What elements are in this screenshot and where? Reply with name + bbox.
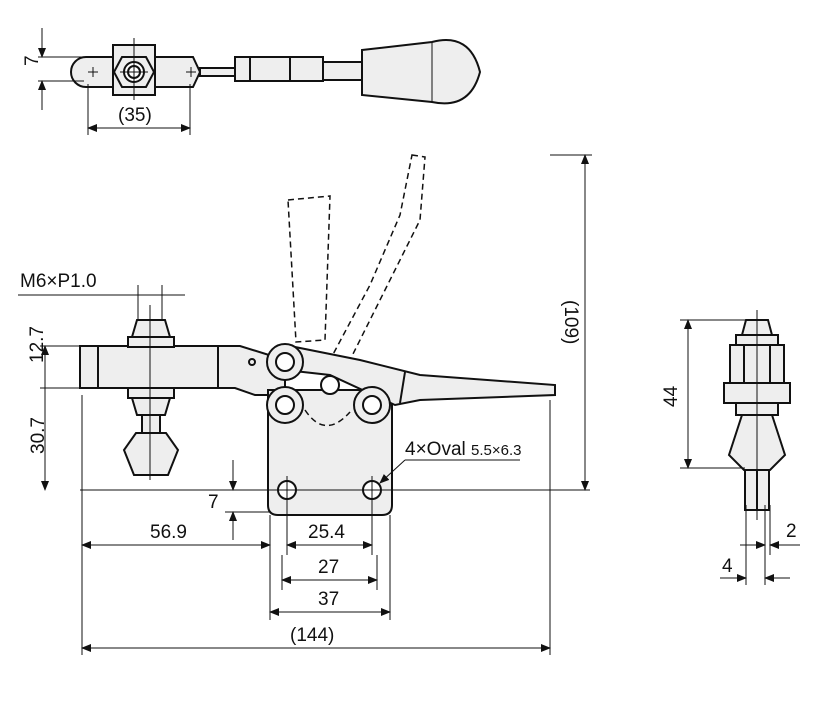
top-view: 7 (35) — [22, 28, 482, 135]
side-view: 44 2 4 — [661, 310, 800, 585]
top-width-dim: (35) — [118, 105, 152, 126]
arm-height-dim: 12.7 — [27, 326, 48, 363]
spindle-height-dim: 30.7 — [28, 417, 49, 454]
front-view: M6×P1.0 12.7 30.7 (109) 4×Oval 5.5×6.3 7… — [18, 154, 592, 655]
thread-label: M6×P1.0 — [20, 271, 97, 292]
side-width-dim: 4 — [722, 556, 733, 577]
top-height-dim: 7 — [22, 55, 43, 66]
hole-offset-dim: 7 — [208, 492, 219, 513]
hole-callout: 4×Oval 5.5×6.3 — [405, 439, 521, 460]
spindle-reach-dim: 56.9 — [150, 522, 187, 543]
base-width-dim: 37 — [318, 589, 339, 610]
pivot-pins — [266, 343, 391, 427]
overall-height-dim: (109) — [560, 300, 581, 344]
base-inner-dim: 27 — [318, 557, 339, 578]
hole-callout-size: 5.5×6.3 — [471, 442, 521, 459]
hole-pitch-dim: 25.4 — [308, 522, 345, 543]
hole-callout-type: 4×Oval — [405, 439, 466, 460]
side-height-dim: 44 — [661, 385, 682, 407]
overall-length-dim: (144) — [290, 625, 334, 646]
side-slot-dim: 2 — [786, 521, 797, 542]
